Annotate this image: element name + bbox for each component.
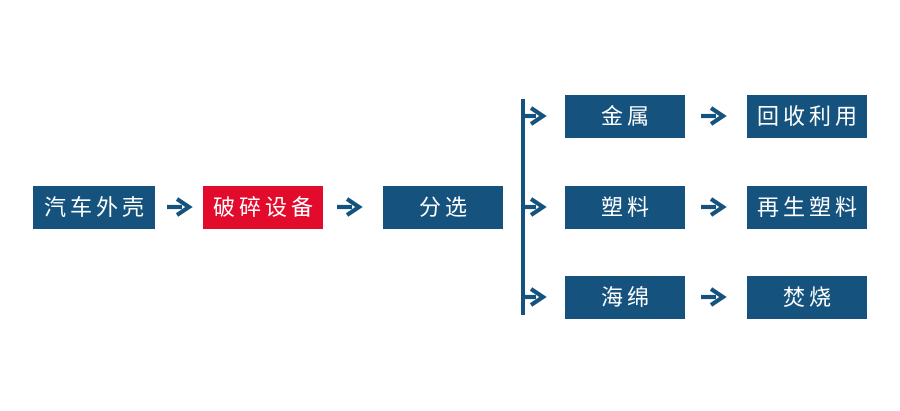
right-arrow-icon (521, 197, 547, 217)
node-sorting: 分选 (383, 186, 503, 229)
right-arrow-icon (701, 287, 727, 307)
right-arrow-icon (701, 197, 727, 217)
right-arrow-icon (521, 106, 547, 126)
right-arrow-icon (167, 197, 193, 217)
right-arrow-icon (701, 106, 727, 126)
node-sponge: 海绵 (565, 276, 685, 319)
node-metal: 金属 (565, 95, 685, 138)
node-crushing-equipment: 破碎设备 (203, 186, 323, 229)
node-plastic: 塑料 (565, 186, 685, 229)
node-recycling: 回收利用 (747, 95, 867, 138)
right-arrow-icon (521, 287, 547, 307)
node-recycled-plastic: 再生塑料 (747, 186, 867, 229)
node-incineration: 焚烧 (747, 276, 867, 319)
right-arrow-icon (337, 197, 363, 217)
node-car-shell: 汽车外壳 (33, 186, 155, 229)
